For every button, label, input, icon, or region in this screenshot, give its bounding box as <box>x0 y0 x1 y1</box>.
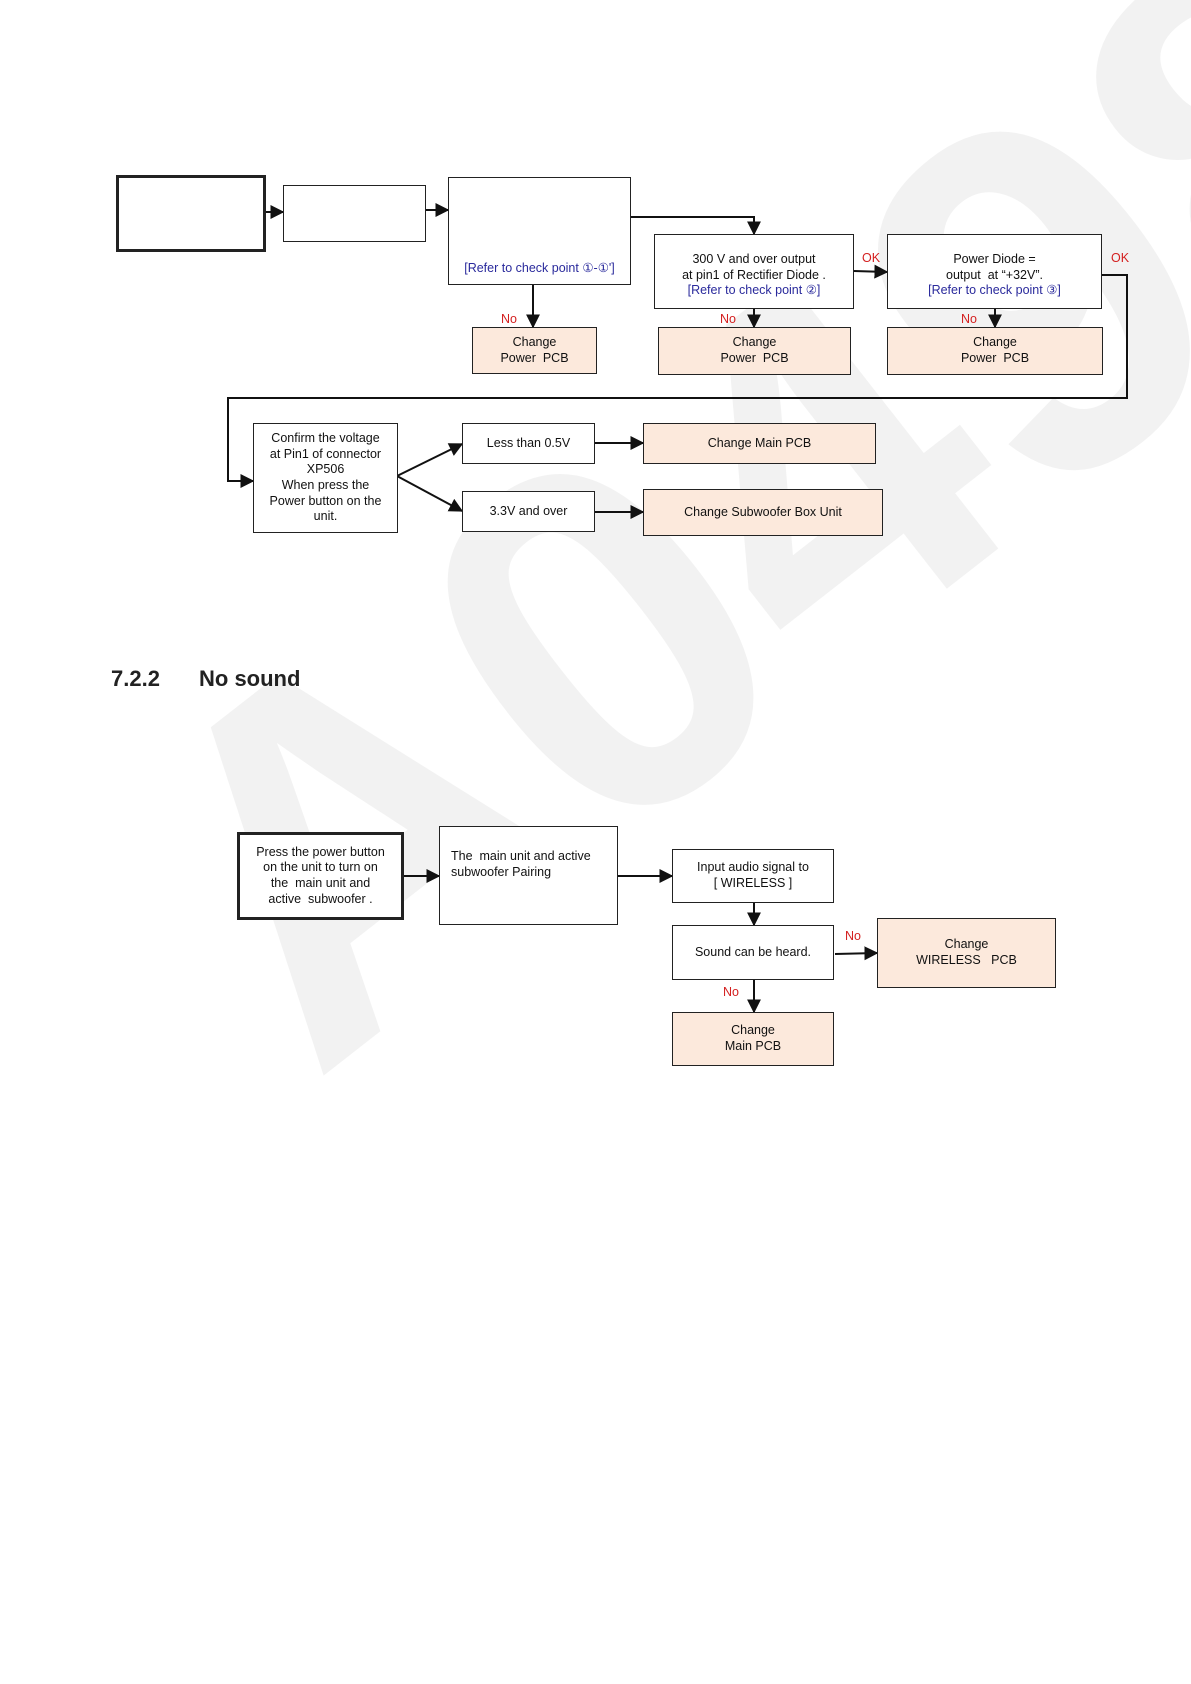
no-label-main: No <box>723 985 739 999</box>
step3-ref: [Refer to check point ①-①'] <box>464 261 615 276</box>
confirm-voltage-box: Confirm the voltage at Pin1 of connector… <box>253 423 398 533</box>
no-label-step3: No <box>501 312 517 326</box>
sound-heard-box: Sound can be heard. <box>672 925 834 980</box>
arrow-confirm-to-less <box>396 443 464 477</box>
arrow-diode-to-confirm <box>227 274 1128 488</box>
input-audio-box: Input audio signal to [ WIRELESS ] <box>672 849 834 903</box>
change-power-pcb-1: Change Power PCB <box>472 327 597 374</box>
diode-check-box: Power Diode = output at “+32V”. [Refer t… <box>887 234 1102 309</box>
no-label-rectifier: No <box>720 312 736 326</box>
ok-label-1: OK <box>862 251 881 265</box>
over-box: 3.3V and over <box>462 491 595 532</box>
change-power-pcb-3: Change Power PCB <box>887 327 1103 375</box>
ok-label-2: OK <box>1111 251 1130 265</box>
change-subwoofer-box: Change Subwoofer Box Unit <box>643 489 883 536</box>
no-label-wireless: No <box>845 929 861 943</box>
section-title: No sound <box>199 666 301 691</box>
step3-box: [Refer to check point ①-①'] <box>448 177 631 285</box>
arrow-sound-to-change-wireless <box>834 946 879 961</box>
section-number: 7.2.2 <box>111 666 160 691</box>
change-wireless-pcb: Change WIRELESS PCB <box>877 918 1056 988</box>
arrow-confirm-to-over <box>396 475 464 512</box>
start-box <box>116 175 266 252</box>
rectifier-check-box: 300 V and over output at pin1 of Rectifi… <box>654 234 854 309</box>
arrow-step3-to-rectifier <box>630 216 761 236</box>
press-power-box: Press the power button on the unit to tu… <box>237 832 404 920</box>
change-main-pcb-1: Change Main PCB <box>643 423 876 464</box>
no-label-diode: No <box>961 312 977 326</box>
pairing-box: The main unit and active subwoofer Pairi… <box>439 826 618 925</box>
step2-box <box>283 185 426 242</box>
change-power-pcb-2: Change Power PCB <box>658 327 851 375</box>
arrow-rectifier-to-diode <box>853 264 889 279</box>
change-main-pcb-2: Change Main PCB <box>672 1012 834 1066</box>
less-than-box: Less than 0.5V <box>462 423 595 464</box>
